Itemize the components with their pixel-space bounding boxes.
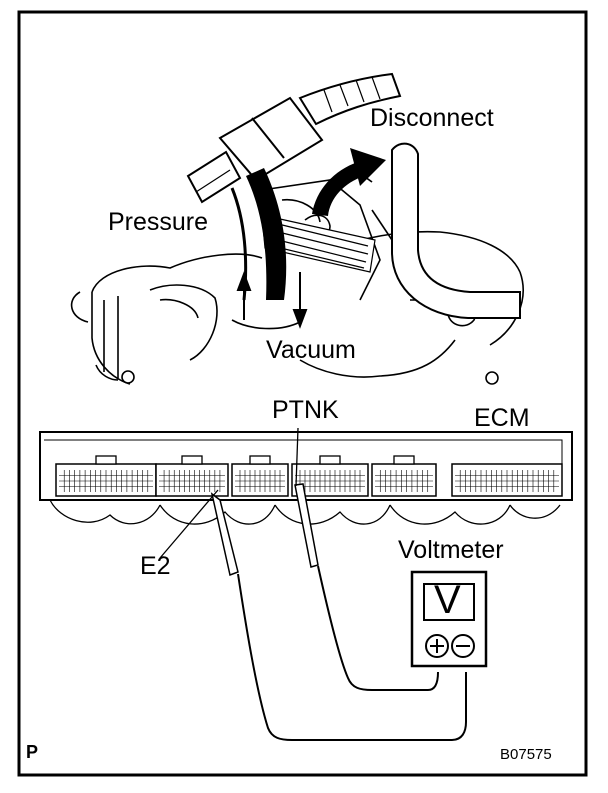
test-probe-icon [210,483,319,577]
label-ptnk: PTNK [272,396,339,424]
connector-block [155,455,229,497]
sensor-hose-icon [186,72,402,204]
connector-blocks [55,455,563,497]
pressure-vacuum-arrows [236,271,308,329]
label-e2: E2 [140,552,171,580]
connector-block [55,455,157,497]
connector-block [371,455,437,497]
disconnect-arrow [312,148,386,216]
label-vacuum: Vacuum [266,336,356,364]
test-leads [237,565,467,741]
voltmeter-display: V [434,578,461,622]
label-disconnect: Disconnect [370,104,494,132]
voltmeter-icon [410,570,488,668]
connector-block [231,455,289,497]
corner-mark: P [26,742,39,762]
label-ecm: ECM [474,404,530,432]
label-voltmeter: Voltmeter [398,536,504,564]
figure-code: B07575 [500,746,552,763]
label-pressure: Pressure [108,208,209,236]
vacuum-hose-icon [391,142,521,319]
pointer-lines [159,427,299,559]
figure-border [17,10,588,777]
connector-block [451,463,563,497]
